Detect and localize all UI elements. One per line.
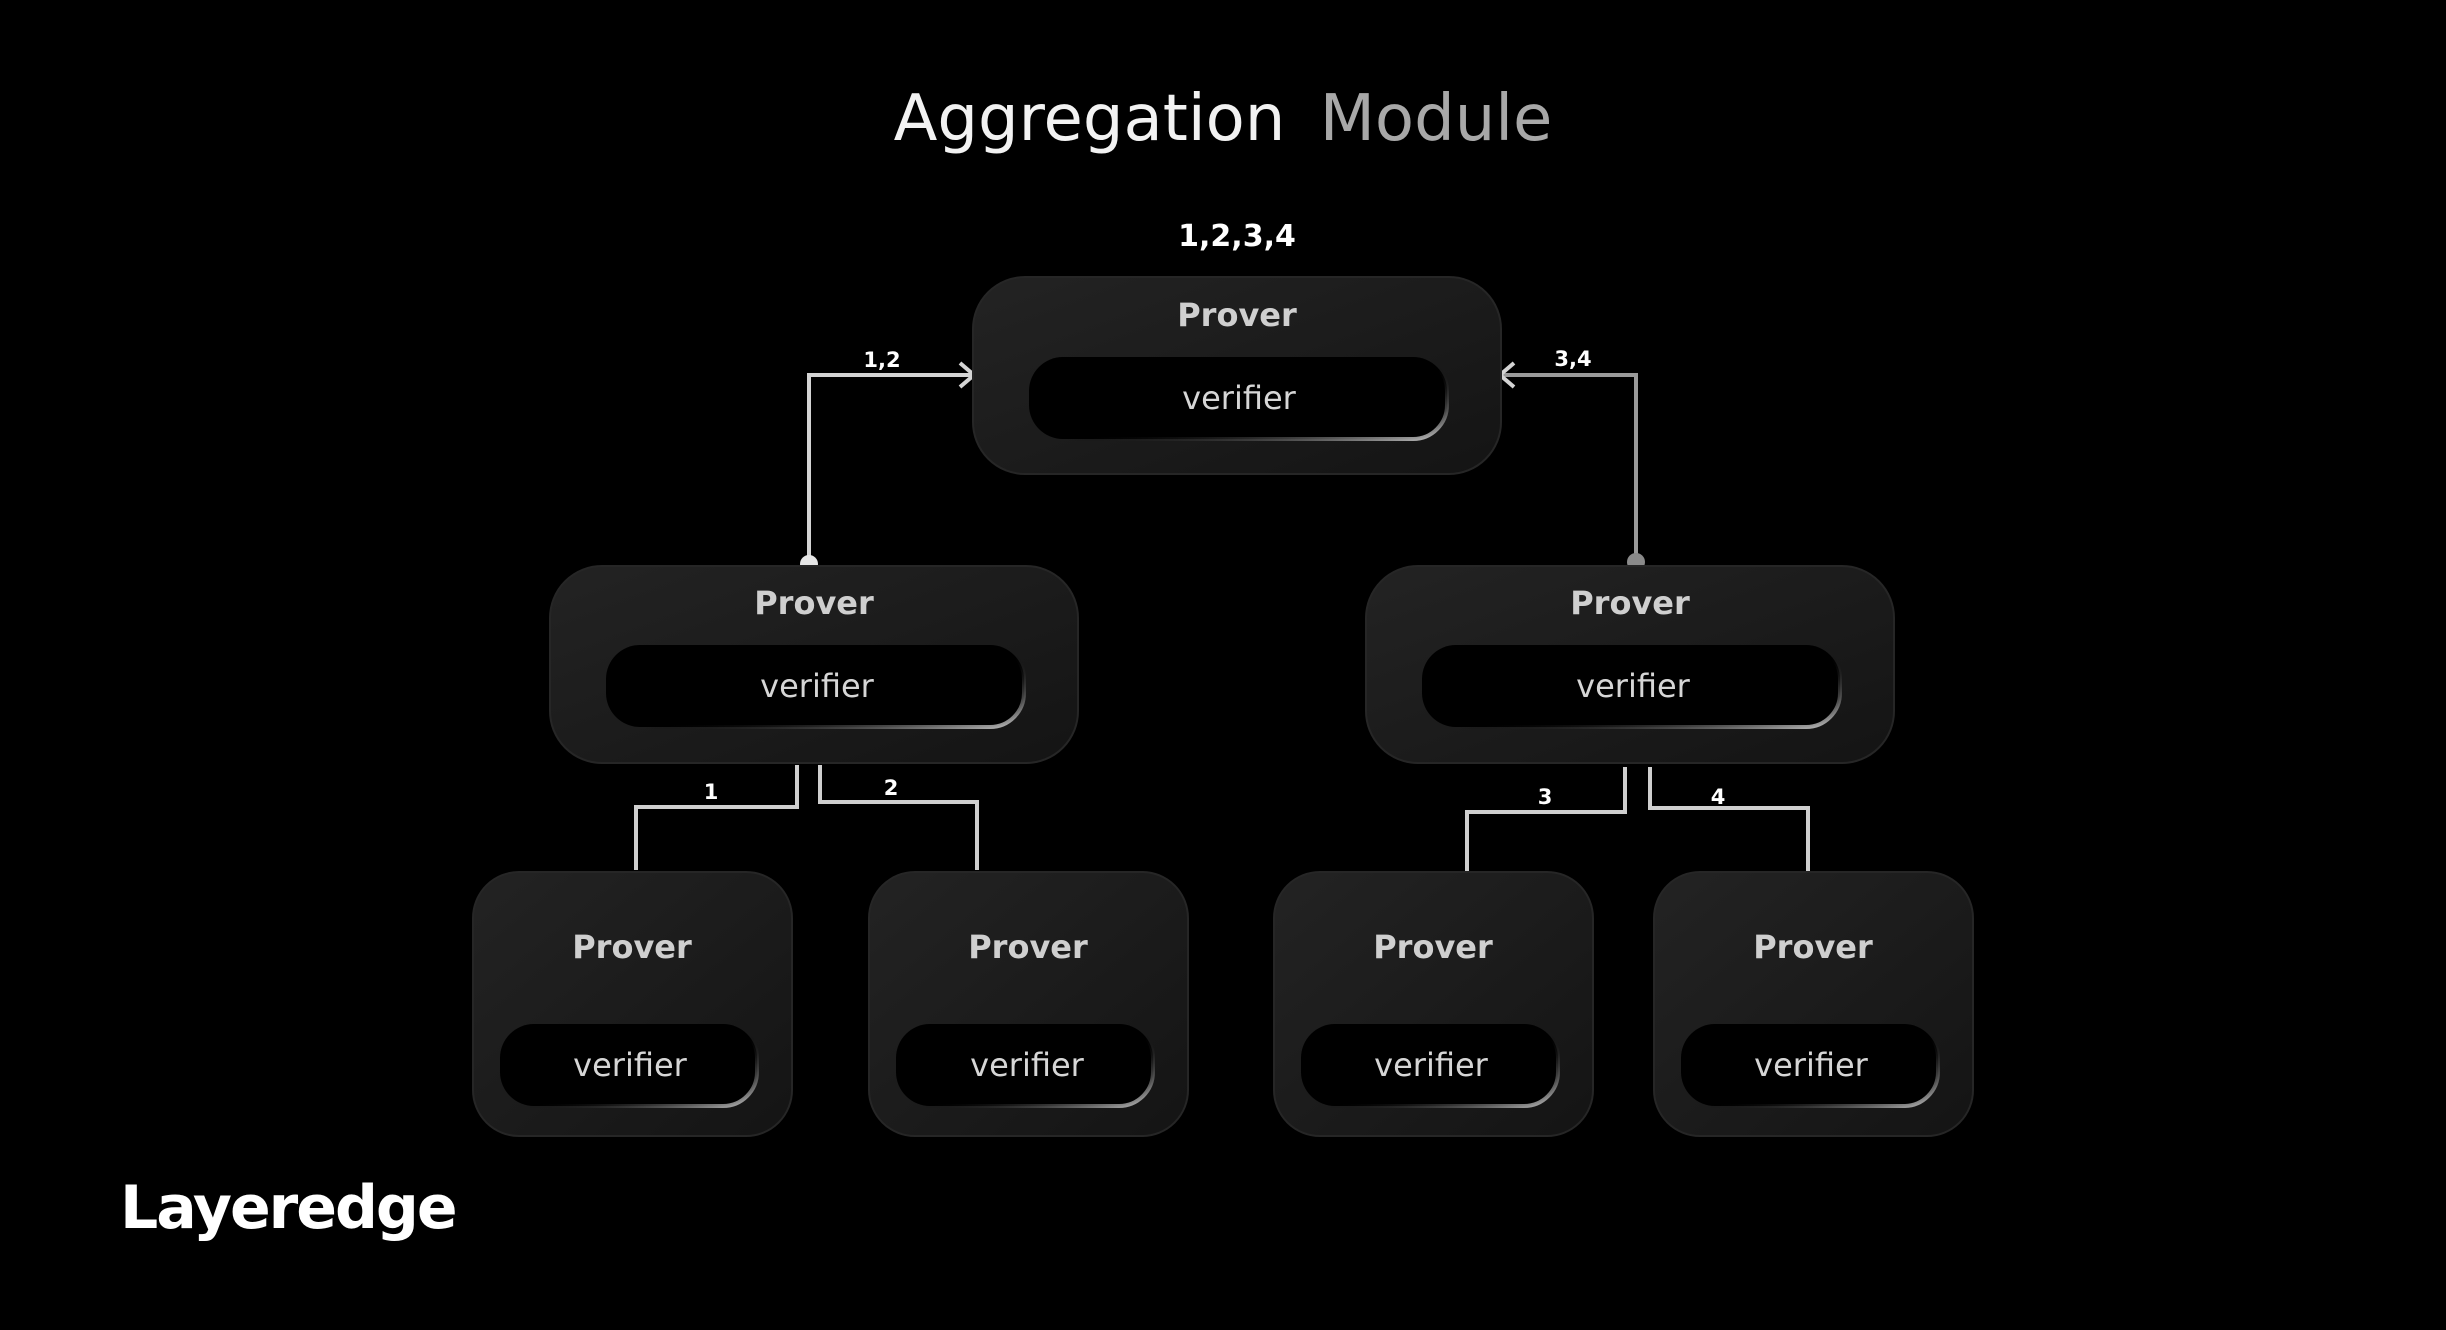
prover-node-root: Prover verifier (972, 276, 1502, 475)
prover-node-leaf-4: Prover verifier (1653, 871, 1974, 1137)
edge-leaf3-to-midright (1465, 767, 1627, 874)
diagram-title: Aggregation Module (894, 82, 1553, 156)
prover-label: Prover (968, 928, 1088, 966)
edge-label: 3,4 (1554, 347, 1591, 371)
edge-label: 3 (1538, 785, 1553, 809)
layeredge-logo: Layeredge (120, 1173, 456, 1243)
prover-node-mid-right: Prover verifier (1365, 565, 1895, 764)
prover-node-leaf-3: Prover verifier (1273, 871, 1594, 1137)
edge-label: 2 (884, 776, 899, 800)
edge-midright-to-root (1502, 373, 1638, 562)
verifier-pill (1027, 355, 1449, 441)
prover-label: Prover (1373, 928, 1493, 966)
verifier-pill (1420, 643, 1842, 729)
edge-label: 4 (1711, 785, 1726, 809)
title-word-module: Module (1320, 82, 1553, 156)
prover-label: Prover (1570, 584, 1690, 622)
edge-labels: 1,2 3,4 1 2 3 4 (704, 347, 1726, 809)
prover-node-leaf-1: Prover verifier (472, 871, 793, 1137)
prover-label: Prover (572, 928, 692, 966)
verifier-label: verifier (573, 1046, 688, 1084)
title-word-aggregation: Aggregation (894, 82, 1286, 156)
verifier-pill (894, 1022, 1155, 1108)
verifier-pill (1679, 1022, 1940, 1108)
edge-midleft-to-root (807, 373, 972, 564)
verifier-label: verifier (1576, 667, 1691, 705)
prover-node-mid-left: Prover verifier (549, 565, 1079, 764)
root-output-label: 1,2,3,4 (1178, 219, 1296, 254)
verifier-label: verifier (1754, 1046, 1869, 1084)
edge-leaf1-to-midleft (634, 765, 799, 870)
edge-label: 1,2 (863, 348, 900, 372)
edge-label: 1 (704, 780, 719, 804)
prover-node-leaf-2: Prover verifier (868, 871, 1189, 1137)
verifier-label: verifier (1374, 1046, 1489, 1084)
edge-leaf4-to-midright (1648, 767, 1810, 874)
edge-leaf2-to-midleft (818, 765, 979, 870)
prover-label: Prover (1753, 928, 1873, 966)
verifier-label: verifier (1182, 379, 1297, 417)
verifier-pill (1299, 1022, 1560, 1108)
verifier-label: verifier (760, 667, 875, 705)
verifier-label: verifier (970, 1046, 1085, 1084)
prover-label: Prover (1177, 296, 1297, 334)
verifier-pill (604, 643, 1026, 729)
prover-label: Prover (754, 584, 874, 622)
verifier-pill (498, 1022, 759, 1108)
